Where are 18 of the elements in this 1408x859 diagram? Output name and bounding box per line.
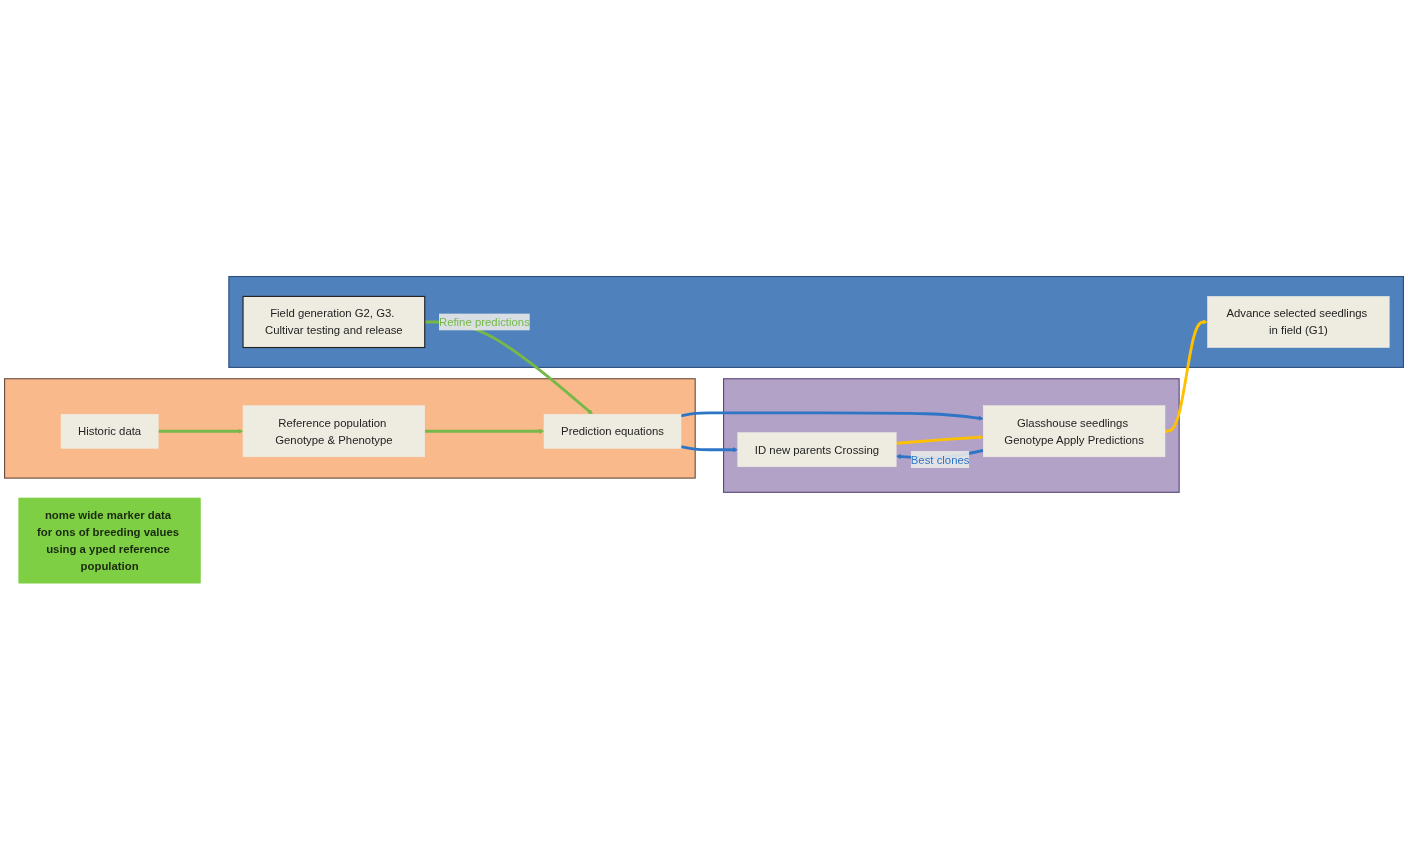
edge-label: Refine predictions	[438, 315, 530, 328]
cluster	[4, 377, 696, 479]
node-box: Field generation G2, G3. Cultivar testing and release	[242, 295, 426, 348]
cluster	[723, 377, 1180, 493]
arrow	[680, 411, 984, 421]
node-box: Reference population Genotype & Phenotype	[242, 405, 425, 457]
cluster	[228, 275, 1404, 368]
node-box: ID new parents Crossing	[737, 432, 897, 467]
arrow	[896, 434, 984, 445]
arrow	[158, 428, 244, 434]
node-box: Historic data	[60, 413, 159, 449]
edge-label: Best clones	[910, 452, 970, 466]
arrow	[424, 428, 545, 434]
node-box: Glasshouse seedlings Genotype Apply Predictions	[983, 405, 1166, 457]
node-box: nome wide marker data for ons of breeding values using a yped reference population	[18, 497, 201, 584]
node-box: Advance selected seedlings in field (G1)	[1207, 295, 1390, 348]
arrow	[680, 444, 738, 452]
node-box: Prediction equations	[543, 413, 682, 449]
